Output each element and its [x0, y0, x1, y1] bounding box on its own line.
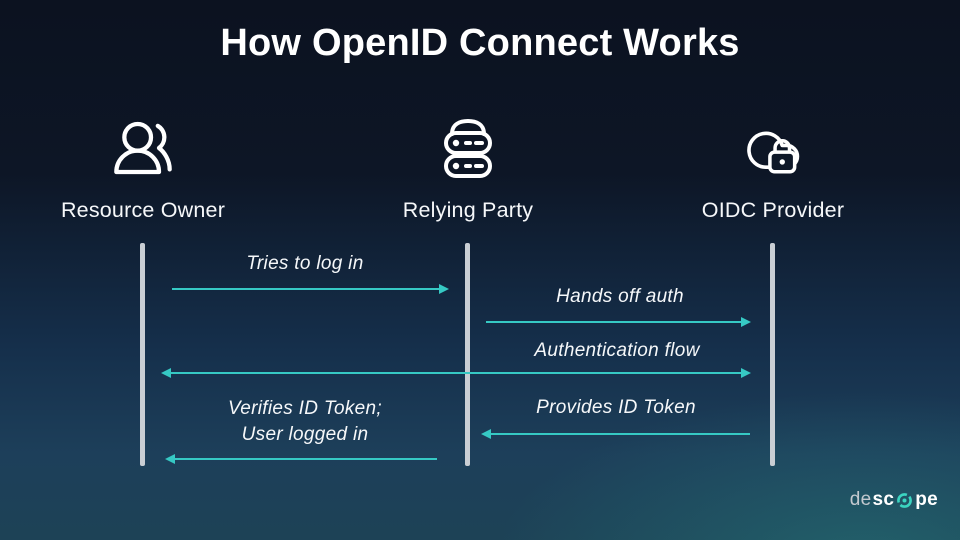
aperture-o-icon — [896, 492, 913, 509]
message-label-authentication-flow: Authentication flow — [534, 340, 700, 361]
logo-text-bold-2: pe — [915, 489, 938, 510]
cloud-lock-icon — [739, 112, 807, 184]
message-arrow-hands-off-auth — [486, 317, 751, 327]
logo-text-light: de — [849, 489, 872, 510]
lifeline-oidc-provider — [770, 243, 775, 466]
actor-label-resource-owner: Resource Owner — [60, 198, 226, 222]
logo-text-bold-1: sc — [872, 489, 895, 510]
lifeline-relying-party — [465, 243, 470, 466]
message-arrow-verifies-id-token — [165, 454, 437, 464]
message-label-line1: Verifies ID Token; — [228, 398, 382, 419]
actor-label-relying-party: Relying Party — [402, 198, 534, 222]
message-label-hands-off-auth: Hands off auth — [556, 286, 684, 307]
actor-label-oidc-provider: OIDC Provider — [701, 198, 845, 222]
message-arrow-authentication-flow — [161, 368, 751, 378]
server-stack-icon — [434, 112, 502, 184]
message-arrow-provides-id-token — [481, 429, 750, 439]
message-label-verifies-id-token: Verifies ID Token; User logged in — [150, 396, 460, 448]
lifeline-resource-owner — [140, 243, 145, 466]
message-label-line2: User logged in — [241, 424, 369, 445]
message-label-provides-id-token: Provides ID Token — [536, 397, 696, 418]
message-label-tries-to-log-in: Tries to log in — [246, 253, 364, 274]
page-title: How OpenID Connect Works — [220, 22, 740, 64]
users-icon — [109, 112, 177, 184]
message-arrow-tries-to-log-in — [172, 284, 449, 294]
